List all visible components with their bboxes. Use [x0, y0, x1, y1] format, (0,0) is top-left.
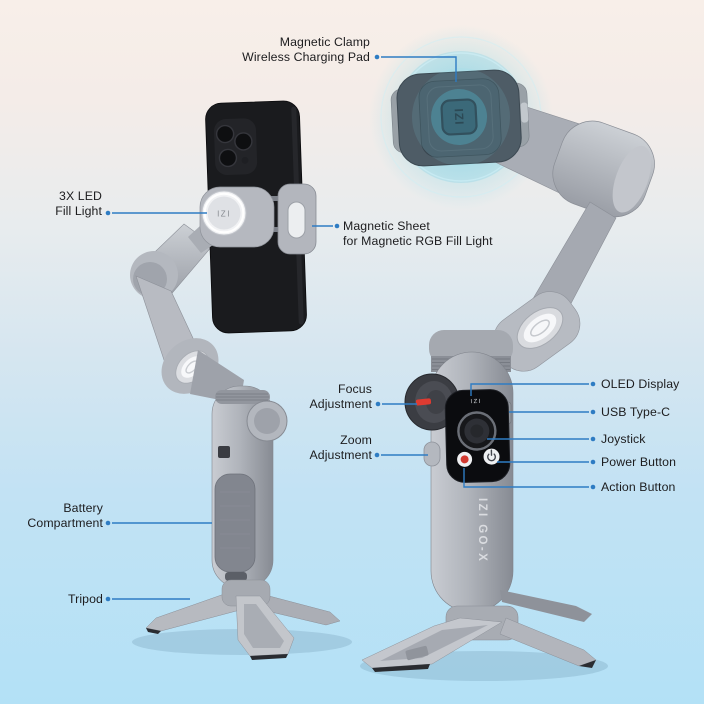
label-line: Compartment — [27, 515, 103, 530]
label-line: OLED Display — [601, 377, 680, 391]
label-line: Wireless Charging Pad — [242, 49, 370, 64]
power-button-control — [483, 448, 500, 465]
callout-dots — [105, 54, 596, 602]
label-focus-adjustment: Focus Adjustment — [272, 382, 372, 411]
label-power-button: Power Button — [601, 455, 676, 470]
label-tripod: Tripod — [0, 592, 103, 607]
label-magnetic-sheet: Magnetic Sheet for Magnetic RGB Fill Lig… — [343, 219, 563, 248]
left-handle-bottom-slot — [225, 572, 247, 581]
label-line: 3X LED — [59, 189, 102, 203]
label-line: Power Button — [601, 455, 677, 469]
callout-magnetic-clamp-line — [381, 56, 457, 82]
focus-wheel-marker — [415, 398, 432, 406]
right-tilt-motor — [552, 120, 655, 218]
left-handle-port — [218, 446, 230, 458]
label-line: Magnetic Clamp — [279, 35, 370, 49]
clamp-brand-logo-text: IZI — [452, 108, 467, 126]
right-latch-oval — [516, 307, 564, 349]
oled-screen: IZI — [470, 399, 481, 405]
phone-camera-lens — [234, 132, 253, 151]
label-line: Action Button — [601, 480, 676, 494]
right-handle-cap — [429, 330, 513, 364]
label-line: for Magnetic RGB Fill Light — [343, 233, 493, 248]
control-panel: IZI — [444, 389, 511, 483]
clamp-rod — [266, 196, 284, 201]
label-line: Magnetic Sheet — [343, 219, 430, 233]
zoom-lever — [423, 441, 441, 467]
left-handle-rib-lines — [216, 393, 269, 401]
label-line: Battery — [63, 501, 103, 515]
phone-camera-flash — [241, 156, 249, 164]
label-line: Zoom — [340, 433, 372, 447]
phone-camera-lens — [218, 148, 238, 168]
tripod-grip-pad — [405, 645, 429, 661]
glow-overlay-tint — [412, 68, 510, 166]
label-line: Joystick — [601, 432, 646, 446]
label-line: Adjustment — [309, 396, 372, 411]
magnetic-sheet-slot — [287, 201, 306, 239]
model-name-text: IZI GO-X — [476, 498, 488, 563]
label-battery-compartment: Battery Compartment — [0, 501, 103, 530]
left-tripod — [145, 579, 341, 660]
label-joystick: Joystick — [601, 432, 646, 447]
phone-camera-lens — [215, 124, 235, 144]
label-usb-type-c: USB Type-C — [601, 405, 670, 420]
clamp-rod — [266, 227, 284, 232]
joystick-center — [470, 424, 484, 438]
label-zoom-adjustment: Zoom Adjustment — [272, 433, 372, 462]
magnetic-clamp-assembly: IZI — [390, 69, 530, 167]
clamp-brand-logo — [440, 98, 478, 136]
label-oled-display: OLED Display — [601, 377, 679, 392]
right-tripod — [361, 590, 597, 672]
clamp-jaw-button — [520, 102, 529, 123]
left-roll-knob-face — [254, 408, 280, 434]
callout-oled-display-line — [470, 383, 589, 396]
label-action-button: Action Button — [601, 480, 675, 495]
right-gimbal-view: IZI IZI GO-X — [360, 25, 655, 681]
label-line: Fill Light — [55, 203, 102, 218]
label-line: USB Type-C — [601, 405, 671, 419]
label-magnetic-clamp: Magnetic Clamp Wireless Charging Pad — [140, 35, 370, 64]
left-gimbal-view: IZI — [130, 100, 352, 660]
wireless-charging-pad — [418, 78, 502, 158]
label-led-fill-light: 3X LED Fill Light — [0, 189, 102, 218]
action-record-dot — [460, 455, 469, 464]
callout-action-button-line — [463, 468, 589, 488]
power-icon — [487, 453, 497, 462]
clamp-arm-tab — [188, 226, 216, 253]
label-line: Tripod — [68, 592, 103, 606]
label-line: Focus — [338, 382, 372, 396]
label-line: Adjustment — [309, 447, 372, 462]
fill-light-logo-text: IZI — [217, 210, 231, 219]
pad-inner-line — [426, 84, 494, 152]
battery-door-texture — [220, 491, 250, 549]
